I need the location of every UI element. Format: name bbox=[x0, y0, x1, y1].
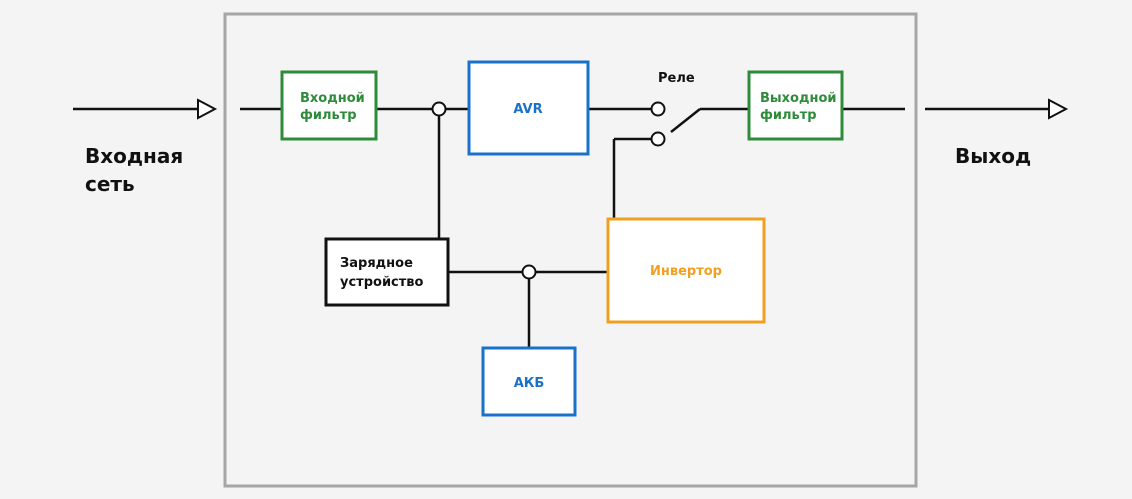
charger-block bbox=[324, 237, 450, 307]
input-filter-block bbox=[280, 70, 378, 141]
inverter-block bbox=[606, 217, 766, 324]
output-filter-block bbox=[747, 70, 844, 141]
charger-label: Зарядное bbox=[340, 256, 413, 271]
battery-label: АКБ bbox=[514, 376, 545, 391]
avr-label: AVR bbox=[513, 102, 542, 117]
input-arrow bbox=[73, 98, 218, 120]
relay-label: Реле bbox=[658, 71, 695, 86]
input-filter-label: Входной bbox=[300, 91, 365, 106]
output-filter-label: Выходной bbox=[760, 91, 837, 106]
inverter-label: Инвертор bbox=[650, 264, 722, 279]
relay-contact-top bbox=[650, 101, 666, 117]
output-arrow bbox=[925, 98, 1069, 120]
input-label: Входная bbox=[85, 144, 183, 168]
output-label: Выход bbox=[955, 144, 1031, 168]
avr-block bbox=[467, 60, 590, 156]
input-filter-label-line2: фильтр bbox=[300, 108, 357, 123]
input-label-line2: сеть bbox=[85, 172, 135, 196]
battery-block bbox=[481, 346, 577, 417]
relay-contact-bottom bbox=[650, 131, 666, 147]
device-frame bbox=[223, 12, 918, 488]
wiring bbox=[240, 107, 905, 348]
charger-label-line2: устройство bbox=[340, 275, 424, 290]
output-filter-label-line2: фильтр bbox=[760, 108, 817, 123]
junction-node-top bbox=[431, 101, 447, 117]
junction-node-bottom bbox=[521, 264, 537, 280]
